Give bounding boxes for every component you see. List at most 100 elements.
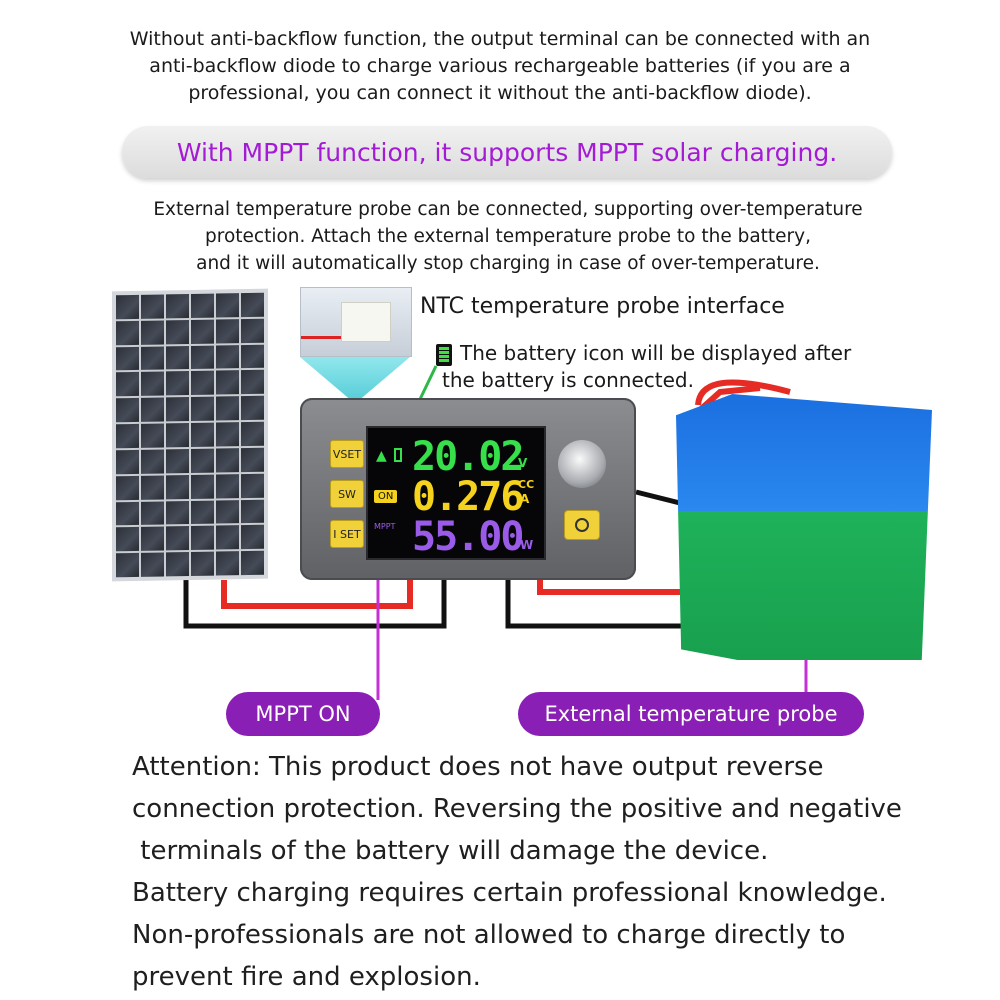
solar-cell <box>191 345 214 370</box>
probe-line: External temperature probe can be connec… <box>153 199 863 220</box>
solar-cell <box>116 423 139 449</box>
attention-line: terminals of the battery will damage the… <box>132 836 769 866</box>
sw-button[interactable]: SW <box>330 480 364 508</box>
solar-cell <box>241 473 264 498</box>
solar-cell <box>116 320 139 345</box>
attention-line: connection protection. Reversing the pos… <box>132 794 902 824</box>
solar-cell <box>166 319 189 345</box>
solar-cell <box>191 448 214 473</box>
solar-cell <box>216 318 239 344</box>
power-button[interactable] <box>564 510 600 540</box>
voltage-reading: 20.02 <box>412 434 524 480</box>
solar-cell <box>116 372 139 397</box>
intro-line: Without anti-backflow function, the outp… <box>129 28 871 50</box>
solar-red-wire <box>221 580 413 609</box>
solar-cell <box>216 396 239 421</box>
power-icon <box>575 518 589 532</box>
mppt-banner: With MPPT function, it supports MPPT sol… <box>122 126 892 178</box>
cc-mode-indicator: CC <box>518 478 535 491</box>
solar-cell <box>241 318 264 343</box>
solar-cell <box>166 371 189 396</box>
solar-cell <box>166 500 189 525</box>
solar-cell <box>166 397 189 422</box>
solar-cell <box>216 293 239 318</box>
attention-line: Non-professionals are not allowed to cha… <box>132 920 846 950</box>
attention-notice: Attention: This product does not have ou… <box>132 746 982 998</box>
solar-cell <box>116 501 139 526</box>
solar-cell <box>216 525 239 550</box>
adjust-knob[interactable] <box>558 440 606 488</box>
mppt-on-callout: MPPT ON <box>226 692 380 736</box>
solar-cell <box>166 345 189 370</box>
solar-cell <box>216 344 239 369</box>
solar-cell <box>141 423 164 448</box>
solar-cell <box>141 475 164 500</box>
solar-cell <box>241 421 264 447</box>
solar-cell <box>141 552 164 577</box>
on-indicator: ON <box>374 490 398 503</box>
solar-cell <box>141 397 164 422</box>
battery-note-line: The battery icon will be displayed after <box>460 341 852 365</box>
power-unit: W <box>520 538 534 552</box>
vset-button[interactable]: VSET <box>330 440 364 468</box>
solar-cell <box>241 395 264 421</box>
solar-cell <box>191 422 214 447</box>
mppt-indicator: MPPT <box>374 522 396 531</box>
solar-cell <box>216 448 239 473</box>
solar-cell <box>216 551 239 576</box>
ntc-connector-image <box>300 287 412 357</box>
solar-cell <box>116 527 139 552</box>
solar-cell <box>166 423 189 448</box>
intro-text: Without anti-backflow function, the outp… <box>60 26 940 107</box>
solar-cell <box>241 550 264 576</box>
solar-cell <box>141 526 164 552</box>
solar-cell <box>141 294 164 319</box>
solar-cell <box>216 499 239 524</box>
connector-plug <box>341 302 391 342</box>
solar-cell <box>191 525 214 551</box>
solar-cell <box>141 500 164 526</box>
red-terminal-loop <box>695 379 791 406</box>
battery-note: The battery icon will be displayed after… <box>434 340 851 394</box>
intro-line: professional, you can connect it without… <box>188 82 812 104</box>
lcd-screen: ▲ 20.02 V ON 0.276 CC A MPPT 55.00 W <box>366 426 546 560</box>
battery-note-line: the battery is connected. <box>442 368 694 392</box>
probe-line: and it will automatically stop charging … <box>196 253 820 274</box>
solar-cell <box>116 294 139 320</box>
solar-cell <box>166 294 189 319</box>
battery-icon <box>436 344 452 366</box>
solar-cell <box>241 344 264 369</box>
attention-line: Attention: This product does not have ou… <box>132 752 824 782</box>
attention-line: Battery charging requires certain profes… <box>132 878 887 908</box>
solar-cell <box>141 320 164 345</box>
solar-cell <box>166 474 189 499</box>
solar-cell <box>191 319 214 344</box>
current-unit: A <box>520 492 530 506</box>
solar-cell <box>116 553 139 578</box>
iset-button[interactable]: I SET <box>330 520 364 548</box>
solar-cell <box>241 447 264 472</box>
solar-cell <box>241 499 264 524</box>
solar-cell <box>216 473 239 499</box>
solar-cell <box>216 422 239 447</box>
solar-cell <box>216 370 239 395</box>
solar-black-wire <box>183 580 447 629</box>
probe-description: External temperature probe can be connec… <box>100 196 916 277</box>
external-probe-callout: External temperature probe <box>518 692 864 736</box>
attention-line: prevent fire and explosion. <box>132 962 481 992</box>
solar-cell <box>116 475 139 500</box>
current-reading: 0.276 <box>412 474 524 520</box>
solar-cell <box>141 346 164 371</box>
solar-cell <box>116 346 139 371</box>
solar-cell <box>191 293 214 318</box>
solar-panel <box>112 288 268 582</box>
solar-cell <box>191 500 214 525</box>
solar-cell <box>141 449 164 474</box>
connector-wire <box>301 336 341 339</box>
solar-cell <box>241 525 264 550</box>
solar-cell <box>191 371 214 396</box>
solar-cell <box>116 449 139 475</box>
solar-cell <box>191 551 214 576</box>
power-reading: 55.00 <box>412 514 524 560</box>
solar-cell <box>191 474 214 499</box>
